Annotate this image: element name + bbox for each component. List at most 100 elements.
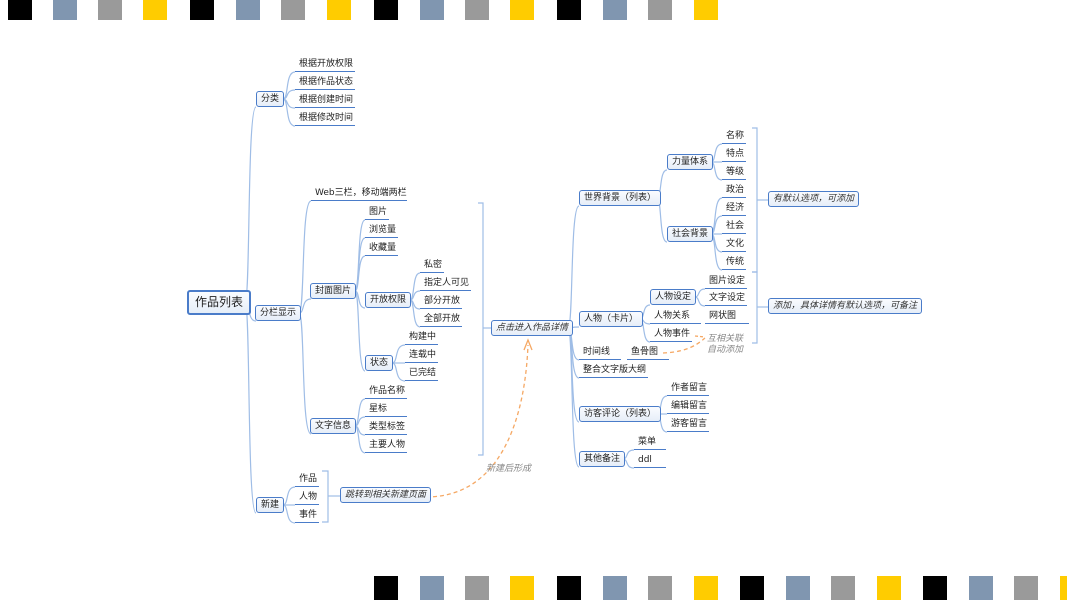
leaf[interactable]: 构建中 bbox=[405, 331, 439, 345]
leaf[interactable]: 人物 bbox=[295, 491, 320, 505]
node-comments[interactable]: 访客评论（列表） bbox=[579, 406, 662, 422]
leaf[interactable]: 连载中 bbox=[405, 349, 439, 363]
leaf[interactable]: 指定人可见 bbox=[420, 277, 472, 291]
connector bbox=[298, 312, 312, 435]
deco-square bbox=[327, 0, 351, 20]
leaf-layout[interactable]: Web三栏，移动端两栏 bbox=[311, 187, 407, 201]
connector bbox=[354, 398, 366, 427]
leaf[interactable]: 时间线 bbox=[579, 346, 621, 360]
connector bbox=[391, 344, 406, 364]
node-power[interactable]: 力量体系 bbox=[667, 154, 714, 170]
leaf[interactable]: 人物关系 bbox=[650, 310, 701, 324]
leaf[interactable]: 特点 bbox=[722, 148, 747, 162]
node-status[interactable]: 状态 bbox=[365, 355, 394, 371]
node-create[interactable]: 新建 bbox=[256, 497, 285, 513]
dashed-link bbox=[662, 337, 706, 354]
node-cover[interactable]: 封面图片 bbox=[310, 283, 357, 299]
leaf[interactable]: 经济 bbox=[722, 202, 747, 216]
connector bbox=[244, 106, 257, 303]
leaf[interactable]: 星标 bbox=[365, 403, 407, 417]
node-char-setting[interactable]: 人物设定 bbox=[650, 289, 697, 305]
leaf[interactable]: 全部开放 bbox=[420, 313, 463, 327]
deco-square bbox=[603, 0, 627, 20]
leaf[interactable]: 类型标签 bbox=[365, 421, 408, 435]
connector bbox=[567, 327, 580, 423]
leaf[interactable]: 私密 bbox=[420, 259, 445, 273]
leaf[interactable]: 作者留言 bbox=[667, 382, 710, 396]
deco-square bbox=[143, 0, 167, 20]
leaf[interactable]: 人物事件 bbox=[650, 328, 693, 342]
dashed-arrow bbox=[425, 344, 529, 498]
leaf[interactable]: 菜单 bbox=[634, 436, 666, 450]
leaf[interactable]: 根据开放权限 bbox=[295, 58, 356, 72]
connector bbox=[478, 202, 484, 456]
note-box-character[interactable]: 添加，具体详情有默认选项，可备注 bbox=[768, 298, 923, 314]
node-text-info[interactable]: 文字信息 bbox=[310, 418, 357, 434]
node-world[interactable]: 世界背景（列表） bbox=[579, 190, 662, 206]
connector bbox=[354, 255, 366, 292]
deco-square bbox=[603, 576, 627, 600]
connector bbox=[354, 290, 366, 372]
leaf[interactable]: 浏览量 bbox=[365, 224, 399, 238]
deco-square bbox=[420, 576, 444, 600]
leaf[interactable]: 鱼骨图 bbox=[627, 346, 669, 360]
leaf[interactable]: 文字设定 bbox=[705, 292, 748, 306]
node-character[interactable]: 人物（卡片） bbox=[579, 311, 644, 327]
connector bbox=[322, 470, 329, 523]
connector bbox=[409, 272, 421, 301]
leaf[interactable]: 图片设定 bbox=[705, 275, 748, 289]
deco-square bbox=[53, 0, 77, 20]
connector bbox=[282, 486, 296, 506]
leaf[interactable]: 名称 bbox=[722, 130, 747, 144]
deco-square bbox=[8, 0, 32, 20]
leaf[interactable]: 图片 bbox=[365, 206, 390, 220]
leaf[interactable]: 编辑留言 bbox=[667, 400, 710, 414]
deco-square bbox=[694, 576, 718, 600]
node-permission[interactable]: 开放权限 bbox=[365, 292, 412, 308]
leaf[interactable]: 作品名称 bbox=[365, 385, 408, 399]
node-classify[interactable]: 分类 bbox=[256, 91, 285, 107]
node-display[interactable]: 分栏显示 bbox=[255, 305, 302, 321]
leaf[interactable]: ddl bbox=[634, 454, 666, 468]
leaf[interactable]: 游客留言 bbox=[667, 418, 710, 432]
deco-square bbox=[557, 0, 581, 20]
deco-square bbox=[694, 0, 718, 20]
root-node[interactable]: 作品列表 bbox=[187, 290, 252, 315]
leaf[interactable]: 政治 bbox=[722, 184, 747, 198]
deco-square bbox=[969, 576, 993, 600]
leaf[interactable]: 网状图 bbox=[705, 310, 749, 324]
node-jump[interactable]: 跳转到相关新建页面 bbox=[340, 487, 432, 503]
leaf[interactable]: 等级 bbox=[722, 166, 747, 180]
leaf[interactable]: 已完结 bbox=[405, 367, 439, 381]
deco-square bbox=[374, 0, 398, 20]
deco-square bbox=[374, 576, 398, 600]
leaf[interactable]: 部分开放 bbox=[420, 295, 463, 309]
connector bbox=[409, 299, 421, 328]
leaf[interactable]: 作品 bbox=[295, 473, 320, 487]
deco-square bbox=[877, 576, 901, 600]
leaf[interactable]: 主要人物 bbox=[365, 439, 408, 453]
deco-square bbox=[190, 0, 214, 20]
leaf[interactable]: 文化 bbox=[722, 238, 747, 252]
connector bbox=[282, 98, 296, 127]
leaf[interactable]: 根据作品状态 bbox=[295, 76, 356, 90]
deco-square bbox=[236, 0, 260, 20]
deco-square bbox=[98, 0, 122, 20]
leaf[interactable]: 收藏量 bbox=[365, 242, 399, 256]
leaf[interactable]: 根据修改时间 bbox=[295, 112, 356, 126]
node-other[interactable]: 其他备注 bbox=[579, 451, 626, 467]
leaf[interactable]: 传统 bbox=[722, 256, 747, 270]
leaf[interactable]: 社会 bbox=[722, 220, 747, 234]
deco-square bbox=[510, 576, 534, 600]
note-box-world[interactable]: 有默认选项，可添加 bbox=[768, 191, 860, 207]
deco-square bbox=[648, 576, 672, 600]
node-detail[interactable]: 点击进入作品详情 bbox=[491, 320, 574, 336]
node-society[interactable]: 社会背景 bbox=[667, 226, 714, 242]
note-create: 新建后形成 bbox=[486, 464, 532, 474]
deco-square bbox=[1014, 576, 1038, 600]
leaf[interactable]: 整合文字版大纲 bbox=[579, 364, 649, 378]
deco-square bbox=[923, 576, 947, 600]
leaf[interactable]: 事件 bbox=[295, 509, 320, 523]
connector bbox=[244, 301, 257, 514]
leaf[interactable]: 根据创建时间 bbox=[295, 94, 356, 108]
